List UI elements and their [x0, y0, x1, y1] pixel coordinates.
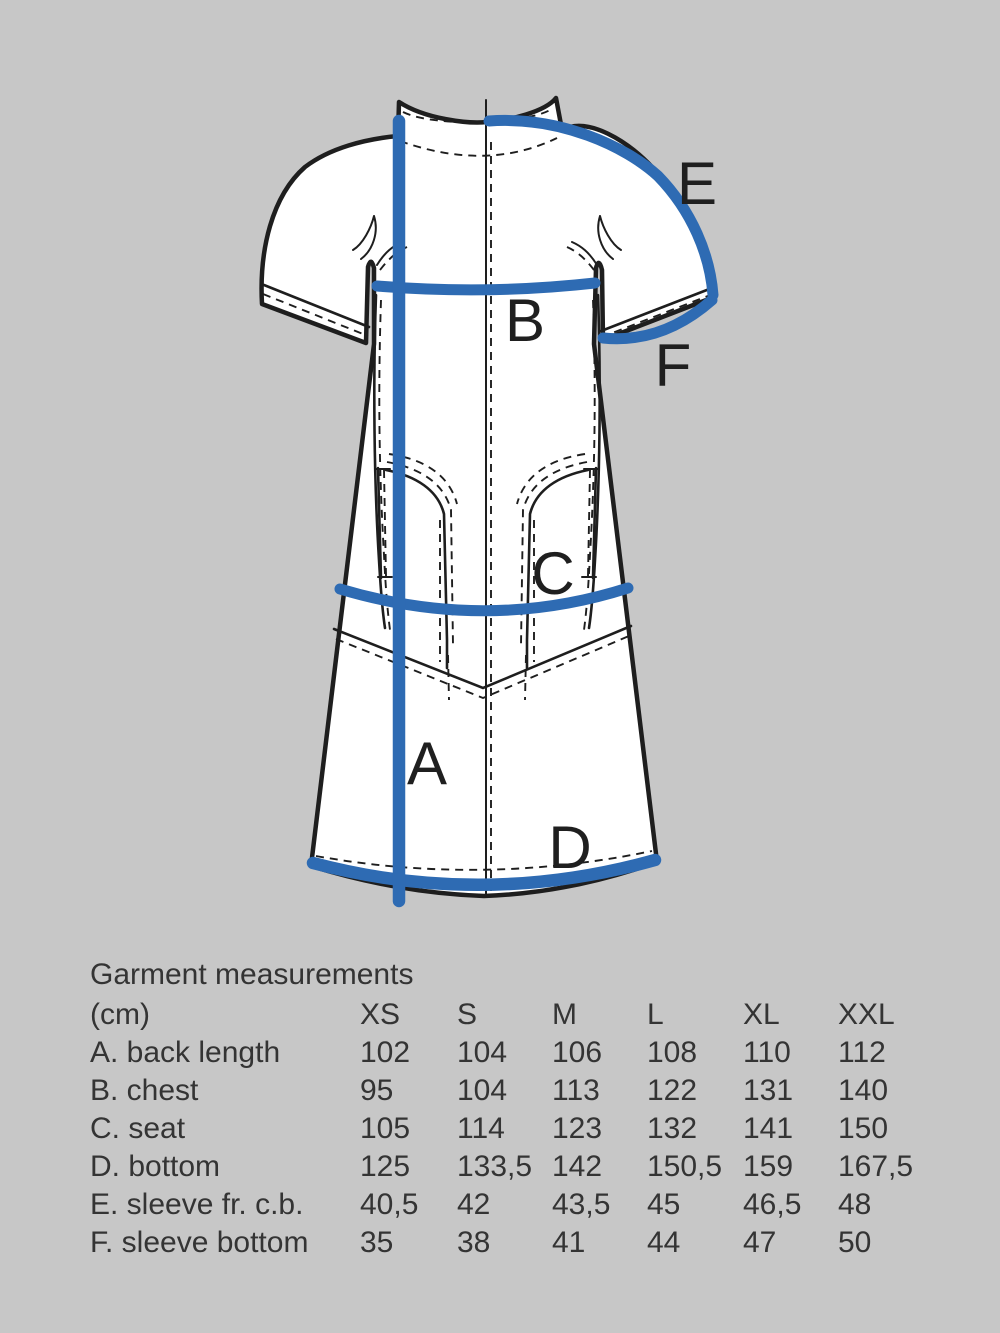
measure-label-c: C [531, 540, 574, 607]
cell: 41 [552, 1226, 586, 1259]
cell: 46,5 [743, 1188, 802, 1221]
table-row-back-length: A. back length 102 104 106 108 110 112 [0, 1036, 1000, 1070]
cell: 132 [647, 1112, 698, 1145]
row-label: F. sleeve bottom [90, 1226, 309, 1259]
measure-line-c [334, 582, 634, 617]
right-pocket-opening [525, 468, 590, 670]
cell: 50 [838, 1226, 872, 1259]
right-armhole-seam [571, 241, 598, 266]
measure-label-e: E [677, 150, 717, 217]
cell: 104 [457, 1036, 508, 1069]
right-shoulder-squiggle [597, 215, 622, 260]
left-cuff-stitch [262, 293, 369, 337]
cell: 106 [552, 1036, 603, 1069]
left-cuff-seam [262, 283, 371, 329]
collar-topstitch [402, 107, 554, 124]
cell: 104 [457, 1074, 508, 1107]
measure-line-e [483, 114, 719, 301]
cell: 131 [743, 1074, 794, 1107]
left-shoulder-squiggle [352, 215, 377, 260]
left-pocket-stitch-2 [388, 453, 458, 505]
size-header-xxl: XXL [838, 998, 895, 1031]
right-panel-stitch [583, 299, 596, 631]
cell: 40,5 [360, 1188, 419, 1221]
yoke-seam [332, 624, 633, 690]
cell: 43,5 [552, 1188, 611, 1221]
table-title: Garment measurements [90, 958, 414, 991]
measure-label-a: A [407, 730, 447, 797]
row-label: B. chest [90, 1074, 199, 1107]
row-label: D. bottom [90, 1150, 221, 1183]
table-row-sleeve-cb: E. sleeve fr. c.b. 40,5 42 43,5 45 46,5 … [0, 1188, 1000, 1222]
right-pocket-stitch-2 [516, 453, 586, 505]
table-row-chest: B. chest 95 104 113 122 131 140 [0, 1074, 1000, 1108]
left-panel-stitch [378, 299, 391, 631]
cell: 123 [552, 1112, 603, 1145]
cell: 112 [838, 1036, 886, 1069]
cell: 141 [743, 1112, 794, 1145]
cell: 150 [838, 1112, 889, 1145]
table-row-bottom: D. bottom 125 133,5 142 150,5 159 167,5 [0, 1150, 1000, 1184]
measure-label-b: B [505, 287, 545, 354]
measure-label-d: D [548, 814, 591, 881]
cell: 38 [457, 1226, 491, 1259]
cell: 95 [360, 1074, 394, 1107]
table-row-sleeve-bottom: F. sleeve bottom 35 38 41 44 47 50 [0, 1226, 1000, 1260]
measure-line-f [597, 294, 718, 345]
cell: 159 [743, 1150, 794, 1183]
cell: 114 [457, 1112, 505, 1145]
row-label: E. sleeve fr. c.b. [90, 1188, 304, 1221]
size-header-xl: XL [743, 998, 780, 1031]
right-cuff-stitch [601, 293, 714, 338]
right-pocket-binding [591, 466, 598, 580]
row-label: A. back length [90, 1036, 281, 1069]
cell: 122 [647, 1074, 698, 1107]
cell: 133,5 [457, 1150, 533, 1183]
cell: 125 [360, 1150, 411, 1183]
size-header-l: L [647, 998, 664, 1031]
measure-line-d [306, 853, 662, 892]
right-armhole-stitch [566, 246, 595, 271]
cell: 102 [360, 1036, 411, 1069]
cell: 47 [743, 1226, 777, 1259]
dress-silhouette [259, 95, 717, 899]
cell: 35 [360, 1226, 394, 1259]
right-panel-seam [587, 293, 601, 630]
cell: 48 [838, 1188, 872, 1221]
left-pocket-binding-stitch [383, 469, 387, 577]
garment-diagram: E B F C A D [259, 95, 719, 908]
cell: 44 [647, 1226, 681, 1259]
row-label: C. seat [90, 1112, 186, 1145]
left-pocket-stitch-1 [386, 461, 454, 646]
cell: 108 [647, 1036, 698, 1069]
table-row-seat: C. seat 105 114 123 132 141 150 [0, 1112, 1000, 1146]
cell: 113 [552, 1074, 600, 1107]
cell: 142 [552, 1150, 603, 1183]
table-header-row: (cm) XS S M L XL XXL [0, 998, 1000, 1032]
cell: 45 [647, 1188, 681, 1221]
cell: 110 [743, 1036, 791, 1069]
hem-stitch [315, 850, 653, 871]
measure-label-f: F [655, 332, 692, 399]
size-header-m: M [552, 998, 577, 1031]
right-pocket-stitch-1 [520, 461, 588, 646]
unit-label: (cm) [90, 998, 150, 1031]
cell: 42 [457, 1188, 491, 1221]
right-pocket-lower-stitch [524, 654, 527, 701]
size-header-xs: XS [360, 998, 401, 1031]
right-pocket-binding-stitch [587, 469, 591, 577]
cell: 140 [838, 1074, 889, 1107]
size-header-s: S [457, 998, 478, 1031]
left-pocket-lower-stitch [447, 654, 450, 701]
left-panel-seam [373, 293, 387, 630]
right-cuff-seam [599, 286, 714, 333]
neckline-stitch [399, 137, 558, 157]
left-pocket-binding [376, 466, 383, 580]
cell: 167,5 [838, 1150, 914, 1183]
cell: 150,5 [647, 1150, 723, 1183]
cell: 105 [360, 1112, 411, 1145]
yoke-stitch [335, 635, 630, 700]
